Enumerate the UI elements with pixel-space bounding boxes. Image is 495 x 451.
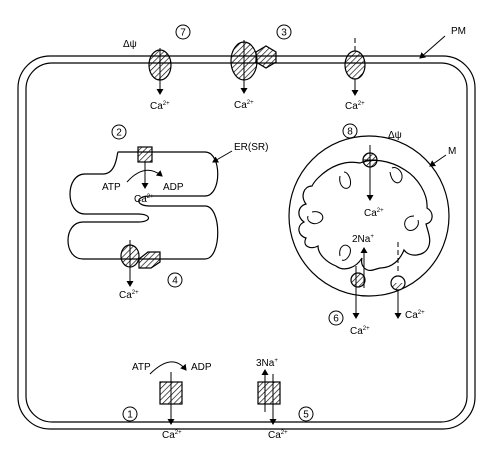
ca-label-3: Ca2+ xyxy=(234,100,254,111)
crista-fold-2 xyxy=(389,167,403,184)
number-7: 7 xyxy=(180,28,186,39)
exchanger-5 xyxy=(257,381,281,405)
mito-label: M xyxy=(448,146,456,157)
number-6-circle xyxy=(328,310,344,326)
number-2-circle xyxy=(111,124,127,140)
number-5: 5 xyxy=(303,410,309,421)
adp-pm-label: ADP xyxy=(191,362,212,373)
crista-fold-1 xyxy=(339,171,351,189)
na-pm-label: 3Na+ xyxy=(256,358,278,369)
number-1-circle xyxy=(122,406,138,422)
plasma-membrane-inner xyxy=(25,62,468,423)
number-4-circle xyxy=(167,272,183,288)
er-membrane xyxy=(67,151,219,260)
number-3: 3 xyxy=(281,28,287,39)
crista-fold-4 xyxy=(339,244,351,261)
ca-label-6: Ca2+ xyxy=(350,326,370,337)
number-7-circle xyxy=(175,24,191,40)
plasma-membrane-outer xyxy=(17,55,476,430)
number-5-circle xyxy=(298,406,314,422)
mitochondrion-outer xyxy=(288,135,450,297)
crista-fold-5 xyxy=(404,215,419,231)
atp-pm-label: ATP xyxy=(132,362,151,373)
ca-label-4: Ca2+ xyxy=(119,290,139,301)
number-8-circle xyxy=(342,123,358,139)
receptor-4 xyxy=(138,251,161,269)
number-8: 8 xyxy=(347,127,353,138)
ca-label-7: Ca2+ xyxy=(150,101,170,112)
atp-er-label: ATP xyxy=(102,182,121,193)
receptor-3 xyxy=(255,45,277,69)
pm-label: PM xyxy=(451,26,466,37)
pm-pointer xyxy=(419,35,446,59)
number-2: 2 xyxy=(116,128,122,139)
crista-fold-3 xyxy=(307,211,324,225)
mito-pointer xyxy=(429,154,447,167)
number-3-circle xyxy=(276,24,292,40)
ca-label-pm-3: Ca2+ xyxy=(345,101,365,112)
channel-pm-3 xyxy=(344,50,366,80)
number-4: 4 xyxy=(172,276,178,287)
pump-2 xyxy=(137,146,153,163)
number-6: 6 xyxy=(333,314,339,325)
arrow-1-curve xyxy=(149,361,187,375)
exchanger-6 xyxy=(350,272,366,288)
er-pointer xyxy=(212,150,233,163)
adp-er-label: ADP xyxy=(163,182,184,193)
ca-label-8: Ca2+ xyxy=(364,208,384,219)
delta-psi-pm-label: Δψ xyxy=(123,39,137,50)
ca-label-2: Ca2+ xyxy=(134,194,154,205)
delta-psi-m-label: Δψ xyxy=(388,130,402,141)
number-1: 1 xyxy=(127,410,133,421)
ca-label-mito-efflux: Ca2+ xyxy=(405,310,425,321)
mitochondrion-cristae xyxy=(298,159,433,271)
ca-label-5: Ca2+ xyxy=(268,430,288,441)
ca-label-1: Ca2+ xyxy=(162,430,182,441)
na-mito-label: 2Na+ xyxy=(352,234,374,245)
arrow-2-curve xyxy=(126,169,163,183)
er-label: ER(SR) xyxy=(234,142,268,153)
mito-efflux-pore-half xyxy=(391,283,405,290)
